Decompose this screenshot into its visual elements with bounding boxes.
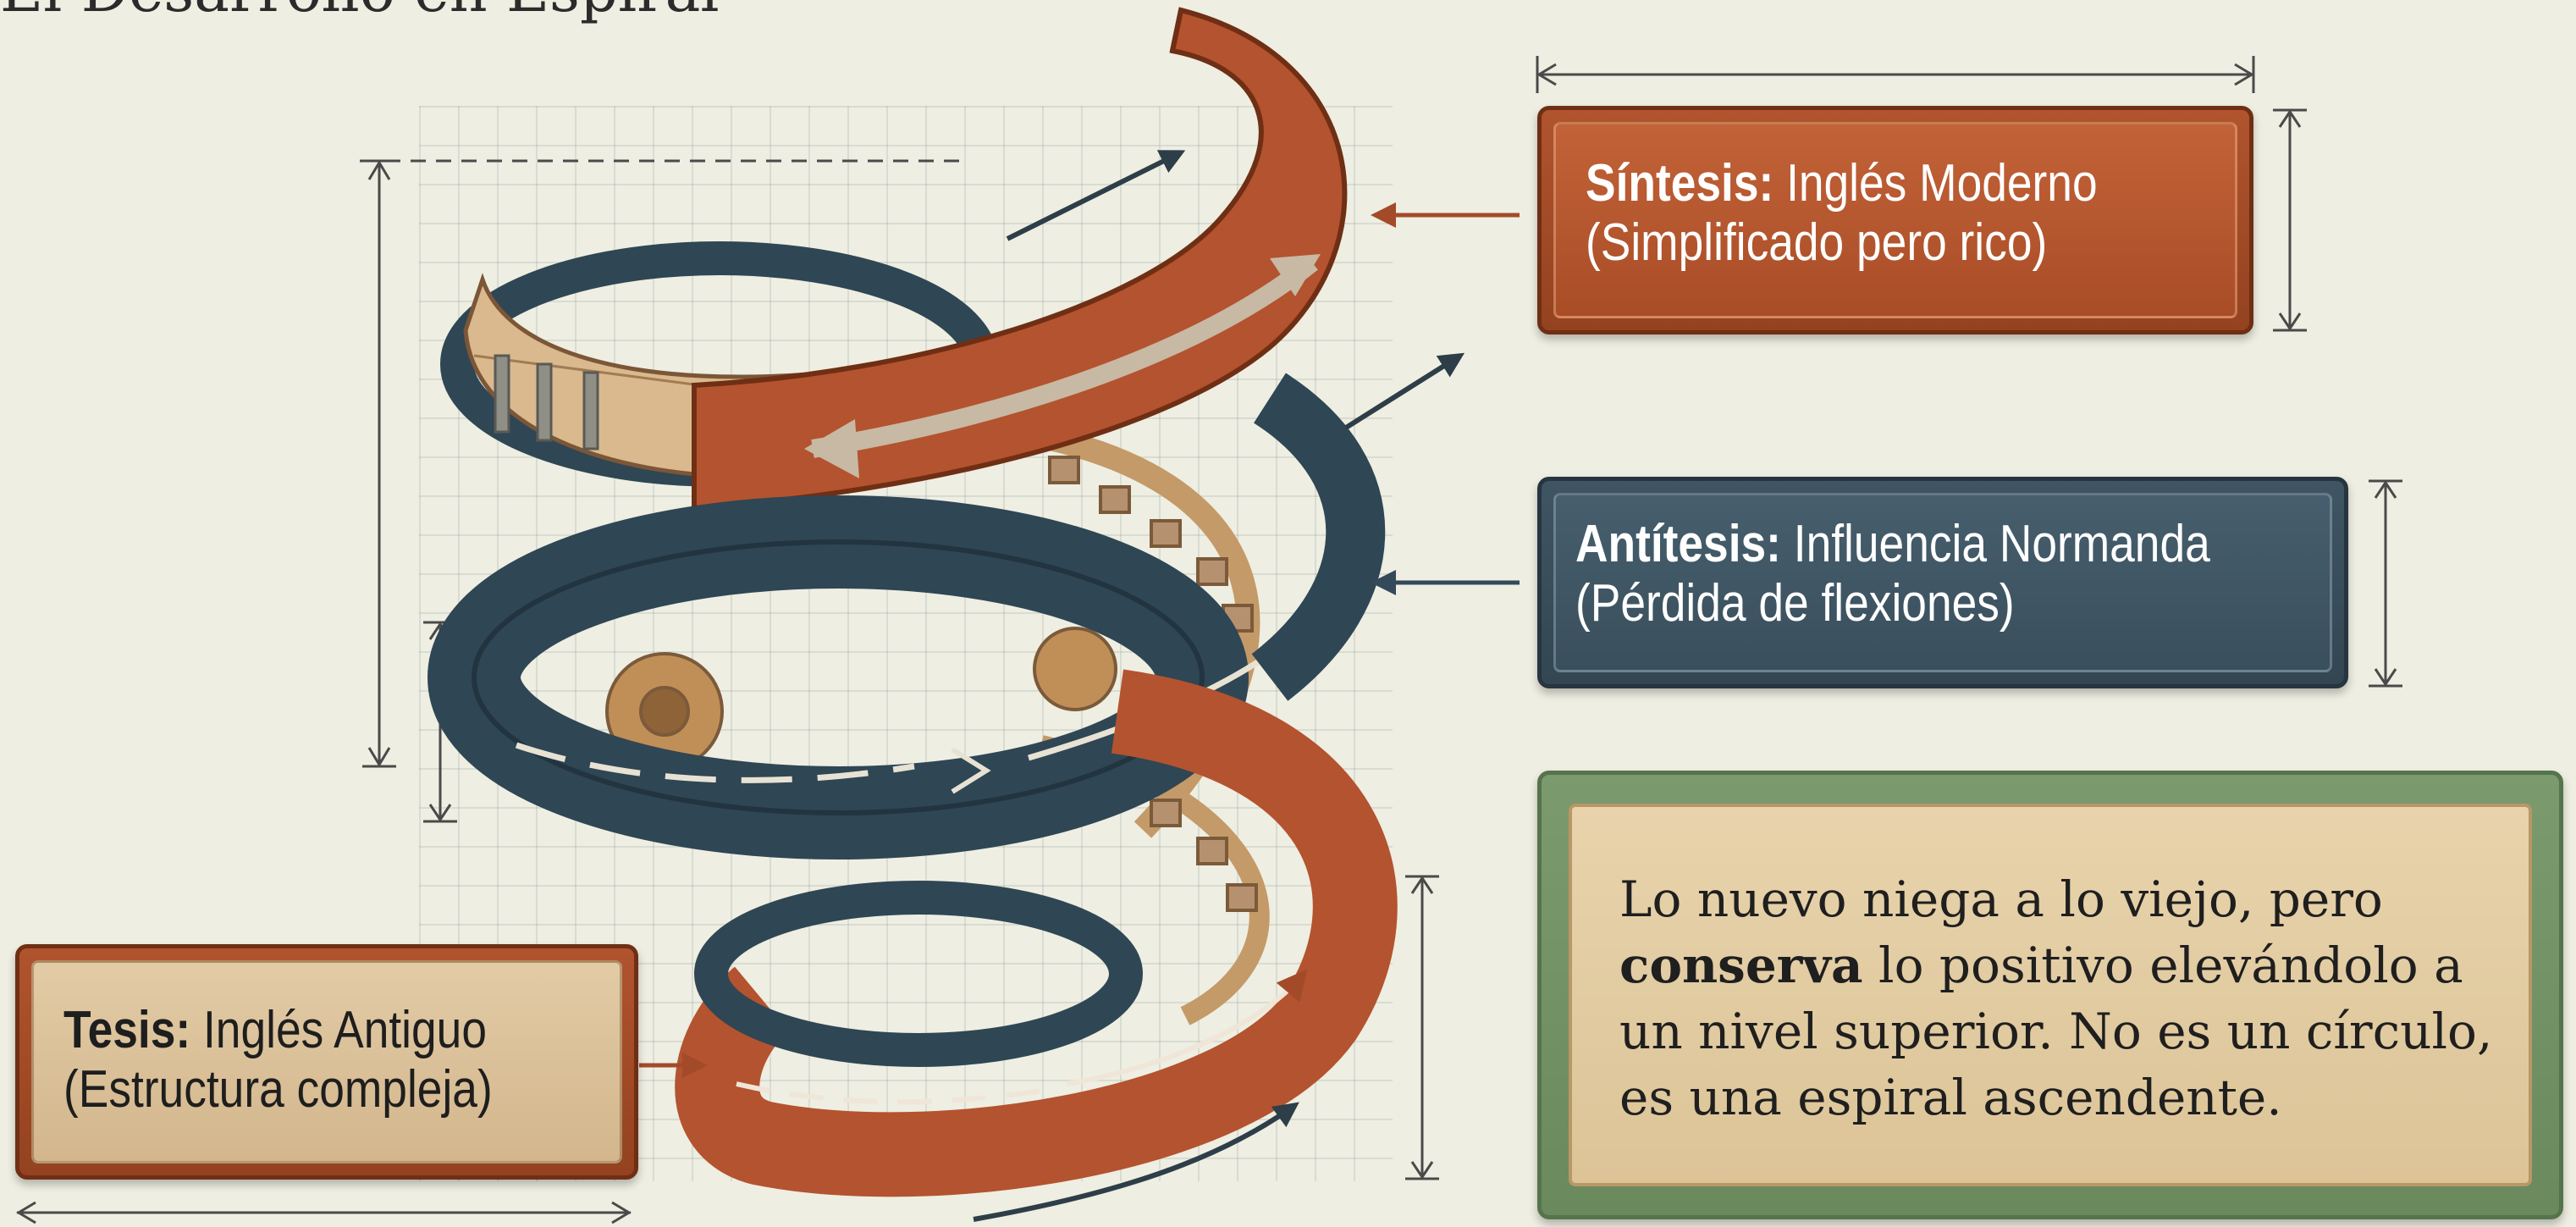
sintesis-card-panel (1553, 122, 2237, 318)
explanation-line-2-rest: lo positivo elevándolo a (1862, 937, 2463, 994)
antitesis-card-panel (1553, 493, 2332, 672)
middle-slate-ring (427, 373, 1386, 859)
explanation-card: Lo nuevo niega a lo viejo, pero conserva… (1537, 771, 2563, 1219)
explanation-emphasis: conserva (1619, 937, 1863, 994)
flow-arrows (973, 150, 1465, 1222)
antitesis-text: Antítesis: Influencia Normanda (Pérdida … (1575, 515, 2210, 633)
tesis-detail: (Estructura compleja) (63, 1060, 493, 1119)
tesis-card: Tesis: Inglés Antiguo (Estructura comple… (15, 944, 638, 1180)
sintesis-label: Síntesis: (1586, 154, 1774, 213)
dimension-lines-right (1405, 56, 2402, 1180)
bottom-terracotta-ring (675, 669, 1398, 1197)
explanation-text: Lo nuevo niega a lo viejo, pero conserva… (1619, 866, 2508, 1130)
tesis-text: Tesis: Inglés Antiguo (Estructura comple… (63, 1001, 493, 1119)
page-title: El Desarrollo en Espiral (0, 0, 720, 25)
antitesis-detail: (Pérdida de flexiones) (1575, 574, 2015, 633)
sintesis-text: Síntesis: Inglés Moderno (Simplificado p… (1586, 154, 2098, 273)
explanation-line-2: conserva lo positivo elevándolo a (1619, 932, 2508, 998)
tesis-name: Inglés Antiguo (202, 1001, 487, 1059)
connector-arrows (639, 202, 1520, 1078)
sintesis-name: Inglés Moderno (1786, 154, 2098, 213)
tesis-card-panel (31, 960, 622, 1163)
tesis-label: Tesis: (63, 1001, 191, 1059)
explanation-line-4: es una espiral ascendente. (1619, 1069, 2282, 1126)
sintesis-card: Síntesis: Inglés Moderno (Simplificado p… (1537, 106, 2253, 334)
antitesis-card: Antítesis: Influencia Normanda (Pérdida … (1537, 477, 2348, 688)
antitesis-label: Antítesis: (1575, 515, 1781, 573)
explanation-line-3: un nivel superior. No es un círculo, (1619, 1003, 2493, 1060)
explanation-line-1: Lo nuevo niega a lo viejo, pero (1619, 871, 2383, 928)
explanation-card-panel (1569, 804, 2532, 1186)
antitesis-name: Influencia Normanda (1793, 515, 2210, 573)
sintesis-detail: (Simplificado pero rico) (1586, 213, 2048, 272)
